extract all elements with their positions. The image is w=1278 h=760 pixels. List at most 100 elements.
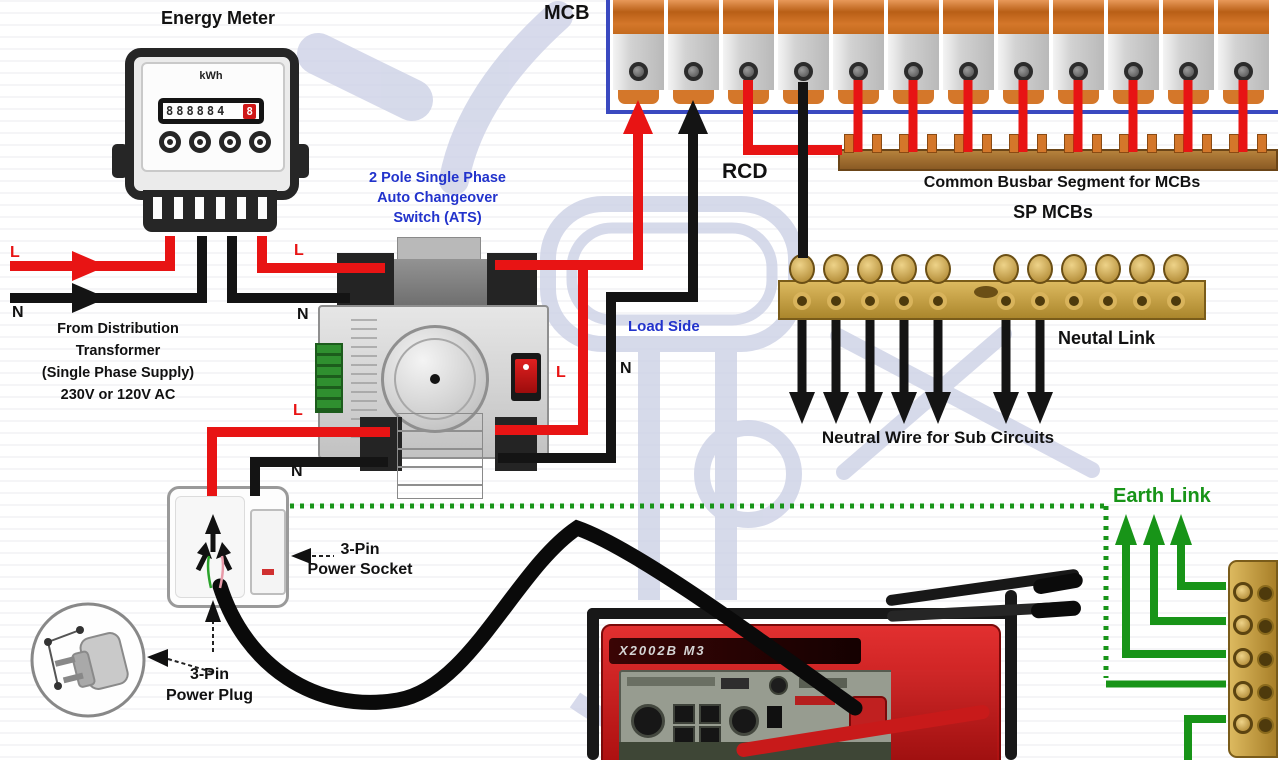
- mcb-module-clip: [618, 90, 659, 104]
- mcb-module-top: [1218, 0, 1269, 34]
- mcb-module: [1053, 0, 1104, 106]
- power-socket[interactable]: [167, 486, 289, 608]
- ats-to-socket-live-wire: [207, 427, 390, 496]
- neutral-link-screw: [1061, 254, 1087, 284]
- ats-mode-switch[interactable]: [511, 353, 541, 401]
- busbar-bar: [838, 149, 1278, 171]
- ats-bottom-cap: [397, 413, 483, 499]
- mcb-module-top: [1163, 0, 1214, 34]
- neutral-link-screw: [823, 254, 849, 284]
- earth-wire-row1: [1177, 536, 1226, 590]
- neutral-arrow-head: [1027, 392, 1053, 424]
- neutral-link: [778, 252, 1208, 322]
- supply-live-tag: L: [10, 244, 20, 261]
- mcb-module-top: [723, 0, 774, 34]
- ats-dial-center: [430, 374, 440, 384]
- neutral-arrow-head: [823, 392, 849, 424]
- mcb-module-top: [778, 0, 829, 34]
- busbar-pin: [1036, 134, 1047, 153]
- earth-wire-row3: [1122, 536, 1226, 658]
- load-side-label: Load Side: [628, 318, 700, 335]
- neutral-arrow-head: [993, 392, 1019, 424]
- neutral-link-hole: [1167, 292, 1185, 310]
- mcb-terminal-screw: [1234, 62, 1253, 81]
- earth-terminal-screw: [1233, 648, 1253, 668]
- busbar-pin: [1091, 134, 1102, 153]
- neutral-sub-circuits-label: Neutral Wire for Sub Circuits: [821, 428, 1055, 447]
- neutral-link-hole: [997, 292, 1015, 310]
- ats-top-cap: [397, 237, 481, 263]
- meter-display: 888884 8: [158, 98, 264, 124]
- neutral-link-hole: [827, 292, 845, 310]
- portable-generator: X2002B M3: [585, 568, 1085, 760]
- mcb-terminal-screw: [1014, 62, 1033, 81]
- mcb-module: [998, 0, 1049, 106]
- mcb-terminal-screw: [1124, 62, 1143, 81]
- supply-live-arrowhead: [72, 251, 107, 281]
- neutral-link-hole: [1031, 292, 1049, 310]
- mcb-module-top: [998, 0, 1049, 34]
- meter-terminal: [159, 131, 181, 153]
- socket-live-tag: L: [293, 402, 303, 419]
- generator-frame-left: [587, 608, 599, 760]
- ats-to-mcb-live-wire: [495, 128, 643, 270]
- mcb-module: [723, 0, 774, 106]
- neutral-sub-circuit-arrows: [789, 320, 1053, 424]
- generator-cable: [212, 519, 863, 716]
- mcb-module-top: [1053, 0, 1104, 34]
- meter-terminal-dot: [197, 139, 203, 145]
- neutral-link-screw: [1095, 254, 1121, 284]
- earth-link-label: Earth Link: [1113, 485, 1211, 507]
- socket-switch-indicator: [262, 569, 274, 575]
- mcb-terminal-screw: [1179, 62, 1198, 81]
- neutral-arrow-head: [925, 392, 951, 424]
- mcb-module: [613, 0, 664, 106]
- sp-mcb-wires: [853, 80, 1248, 152]
- neutral-link-hole: [895, 292, 913, 310]
- meter-digits: 888884: [166, 104, 228, 118]
- mcb-terminal-screw: [904, 62, 923, 81]
- supply-neutral-tag: N: [12, 304, 24, 321]
- busbar-pin: [1256, 134, 1267, 153]
- neutral-link-screw: [1027, 254, 1053, 284]
- meter-terminal: [219, 131, 241, 153]
- socket-pin-arrows: [195, 514, 233, 589]
- generator-outlet-round-1[interactable]: [631, 704, 665, 738]
- busbar-pin: [871, 134, 882, 153]
- ats-switch-rocker: [515, 359, 537, 393]
- socket-switch[interactable]: [250, 509, 286, 595]
- generator-outlet-a[interactable]: [673, 704, 695, 724]
- generator-knob[interactable]: [769, 676, 788, 695]
- meter-to-ats-neutral-wire: [227, 236, 350, 303]
- mcb-distribution-panel: [606, 0, 1278, 114]
- mcb-terminal-screw: [739, 62, 758, 81]
- energy-meter: kWh 888884 8: [110, 40, 320, 240]
- generator-outlet-b[interactable]: [699, 704, 721, 724]
- earth-wires: [290, 503, 1226, 760]
- busbar-pin: [1146, 134, 1157, 153]
- neutral-link-hole: [793, 292, 811, 310]
- generator-outlet-round-2[interactable]: [729, 706, 759, 736]
- meter-neutral-tag: N: [297, 306, 309, 323]
- neutral-link-screw: [857, 254, 883, 284]
- earth-terminal-hole: [1257, 684, 1274, 701]
- meter-kwh-label: kWh: [199, 70, 223, 82]
- earth-terminal-screw: [1233, 615, 1253, 635]
- meter-right-tab: [293, 144, 309, 178]
- neutral-link-hole: [929, 292, 947, 310]
- generator-toggle[interactable]: [767, 706, 782, 728]
- rcd-to-busbar-live-wire: [743, 80, 842, 155]
- neutral-link-mount-hole: [974, 286, 998, 298]
- neutral-link-screw: [925, 254, 951, 284]
- earth-terminal-hole: [1257, 585, 1274, 602]
- neutral-link-hole: [1065, 292, 1083, 310]
- neutral-link-label: Neutal Link: [1058, 328, 1156, 348]
- generator-breaker-switch[interactable]: [721, 678, 749, 689]
- meter-digit-strip: 888884 8: [163, 103, 259, 119]
- meter-connector-teeth: [153, 197, 267, 219]
- neutral-wires: [10, 82, 808, 496]
